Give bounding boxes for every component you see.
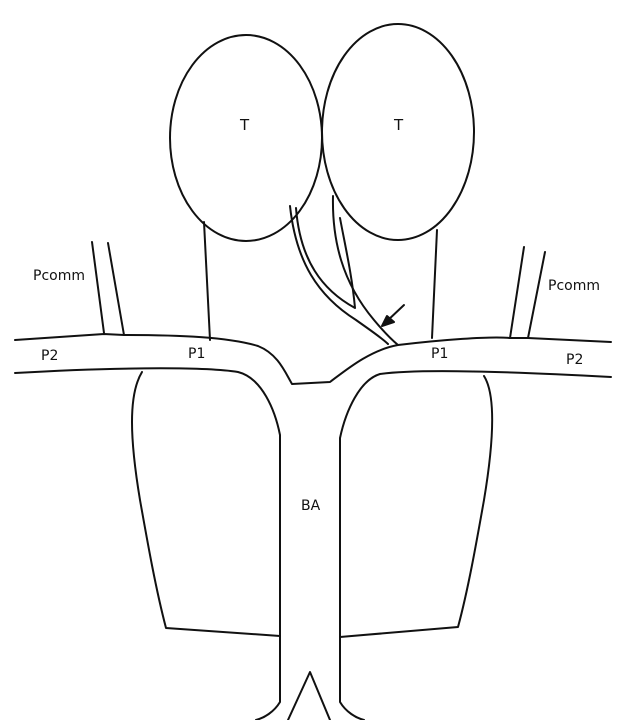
pcomm-left-label: Pcomm — [33, 268, 85, 284]
perforator-vessel-outer — [290, 206, 388, 344]
tumor-left-label: T — [239, 116, 250, 134]
posterior-cerebral-upper-contour — [15, 334, 611, 384]
p1-right-label: P1 — [431, 346, 448, 362]
tumor-left-ellipse — [170, 35, 322, 241]
pcomm-right-label: Pcomm — [548, 278, 600, 294]
p1-left-label: P1 — [188, 346, 205, 362]
arrow-icon — [382, 305, 404, 326]
tumor-right-label: T — [393, 116, 404, 134]
brainstem-outline-left — [132, 372, 280, 636]
basilar-bottom-fork — [288, 672, 330, 720]
brainstem-outline-right — [340, 376, 492, 637]
tumor-left-stalk-outer — [204, 222, 210, 340]
basilar-label: BA — [301, 498, 321, 514]
p2-right-label: P2 — [566, 352, 583, 368]
p2-left-label: P2 — [41, 348, 58, 364]
pcomm-left-vessel — [92, 242, 124, 335]
pcomm-right-vessel — [510, 247, 545, 338]
tumor-right-stalk-outer — [432, 230, 437, 338]
perforator-branch-left — [296, 208, 355, 308]
